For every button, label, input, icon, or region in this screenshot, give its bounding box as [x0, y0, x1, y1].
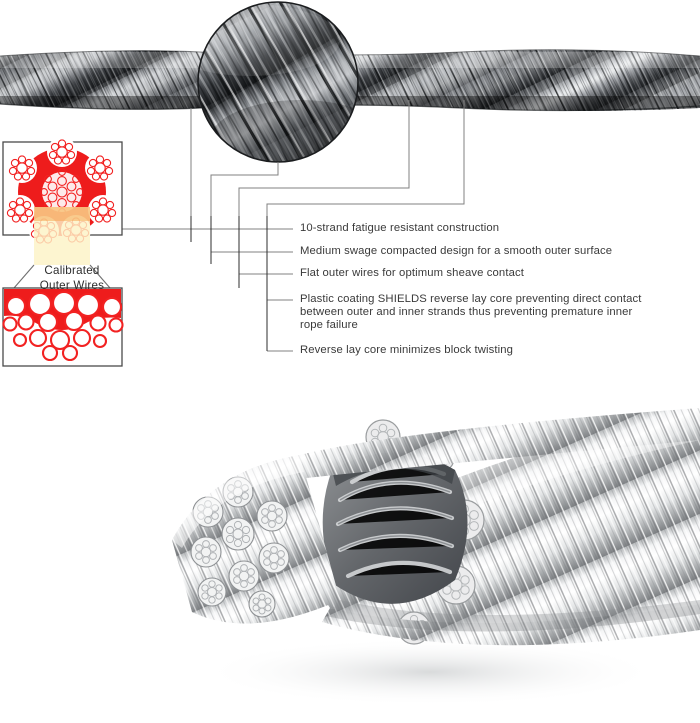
callout-reverse-lay: Reverse lay core minimizes block twistin… [300, 344, 514, 356]
detail-outer-wires [2, 289, 124, 365]
calibrated-label-line-2: Outer Wires [39, 278, 105, 292]
cross-section-wires [5, 137, 118, 265]
inner-core [322, 452, 468, 604]
leader-ticks [190, 216, 268, 351]
callout-swage: Medium swage compacted design for a smoo… [300, 245, 613, 257]
calibrated-label-line-1: Calibrated [44, 264, 100, 277]
zoom-connector [13, 264, 111, 289]
callout-construction: 10-strand fatigue resistant construction [300, 222, 500, 234]
rope-cut-face [172, 455, 340, 624]
leader-vertical-2 [210, 162, 279, 252]
cross-section-panel [2, 137, 124, 367]
bottom-rope-render [172, 408, 700, 706]
callout-plastic-coating: Plastic coating SHIELDS reverse lay core… [300, 293, 642, 332]
calibrated-outer-wires-label: Calibrated Outer Wires [24, 264, 120, 293]
callout-flat-wires: Flat outer wires for optimum sheave cont… [300, 267, 524, 279]
outer-strands-front [300, 408, 700, 646]
